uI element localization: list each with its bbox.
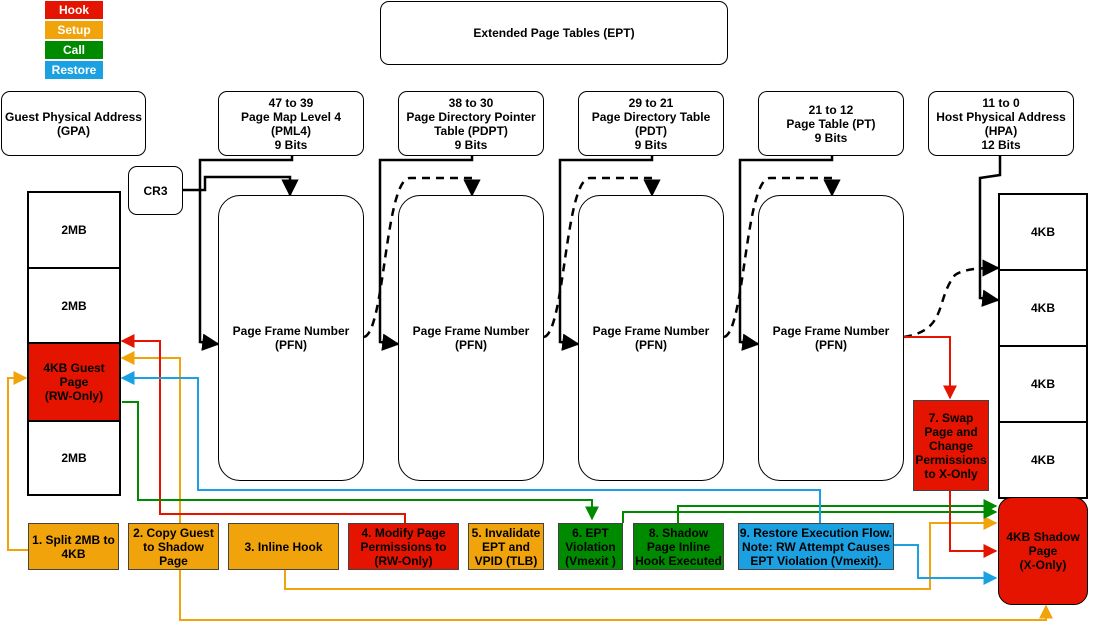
pt-index-arrow: [738, 156, 834, 351]
cr3-register: CR3: [128, 166, 183, 215]
pfn-to-swap-arrow: [904, 336, 957, 400]
setup-flows: [7, 351, 1053, 621]
pdt-header: 29 to 21 Page Directory Table (PDT) 9 Bi…: [578, 91, 724, 156]
gpa-header: Guest Physical Address (GPA): [1, 91, 146, 156]
guest-page-4kb: 4KB Guest Page (RW-Only): [27, 342, 121, 422]
restore-to-guest-arrow: [120, 371, 821, 523]
step-6-ept-violation: 6. EPT Violation (Vmexit ): [558, 523, 623, 570]
pdt-pfn-table: Page Frame Number (PFN): [578, 195, 724, 481]
shadow-hook-executed-arrow: [677, 499, 998, 523]
host-block-4kb: 4KB: [998, 193, 1088, 271]
hpa-offset-arrow: [978, 156, 1002, 307]
index-connectors: [183, 156, 1002, 351]
swap-to-shadow-arrow: [949, 491, 998, 558]
legend-restore: Restore: [44, 60, 104, 80]
modify-permissions-arrow: [120, 334, 406, 523]
pml4-pfn-table: Page Frame Number (PFN): [218, 195, 364, 481]
split-to-guest-arrow: [7, 371, 28, 551]
diagram-title: Extended Page Tables (EPT): [380, 1, 728, 65]
pdpt-to-pdt-arrow: [543, 176, 661, 339]
step-7-swap-page: 7. Swap Page and Change Permissions to X…: [913, 400, 989, 491]
pt-header: 21 to 12 Page Table (PT) 9 Bits: [758, 91, 904, 156]
guest-block-2mb: 2MB: [27, 267, 121, 344]
cr3-to-pml4-arrow: [183, 175, 299, 197]
pt-pfn-table: Page Frame Number (PFN): [758, 195, 904, 481]
step-4-modify-permissions: 4. Modify Page Permissions to (RW-Only): [348, 523, 459, 570]
copy-to-shadow-arrow: [179, 570, 1053, 621]
pml4-to-pdpt-arrow: [363, 176, 481, 339]
pointer-connectors: [363, 176, 1000, 339]
pml4-index-arrow: [198, 156, 294, 351]
pml4-header: 47 to 39 Page Map Level 4 (PML4) 9 Bits: [218, 91, 364, 156]
pdt-index-arrow: [558, 156, 654, 351]
legend-setup: Setup: [44, 20, 104, 40]
step-8-shadow-hook-executed: 8. Shadow Page Inline Hook Executed: [633, 523, 724, 570]
guest-block-2mb: 2MB: [27, 191, 121, 269]
pdpt-header: 38 to 30 Page Directory Pointer Table (P…: [398, 91, 544, 156]
step-3-inline-hook: 3. Inline Hook: [228, 523, 339, 570]
copy-to-guest-arrow: [120, 351, 181, 523]
host-block-4kb: 4KB: [998, 345, 1088, 423]
restore-to-shadow-arrow: [894, 544, 998, 585]
pdpt-index-arrow: [378, 156, 474, 351]
hpa-header: 11 to 0 Host Physical Address (HPA) 12 B…: [928, 91, 1074, 156]
guest-block-2mb: 2MB: [27, 420, 121, 496]
call-flows: [122, 401, 998, 523]
pt-to-hpa-arrow: [903, 259, 1000, 339]
inline-hook-to-shadow-arrow: [284, 516, 998, 590]
restore-flows: [120, 371, 998, 585]
legend-hook: Hook: [44, 0, 104, 20]
step-5-invalidate-tlb: 5. Invalidate EPT and VPID (TLB): [468, 523, 544, 570]
host-block-4kb: 4KB: [998, 421, 1088, 499]
pdpt-pfn-table: Page Frame Number (PFN): [398, 195, 544, 481]
guest-to-violation-arrow: [122, 401, 599, 521]
step-2-copy: 2. Copy Guest to Shadow Page: [128, 523, 219, 570]
shadow-page-4kb: 4KB Shadow Page (X-Only): [998, 497, 1088, 605]
step-1-split: 1. Split 2MB to 4KB: [28, 523, 119, 570]
host-block-4kb: 4KB: [998, 269, 1088, 347]
violation-to-swap-arrow: [622, 505, 998, 523]
step-9-restore-flow: 9. Restore Execution Flow. Note: RW Atte…: [738, 523, 894, 570]
legend-call: Call: [44, 40, 104, 60]
pdt-to-pt-arrow: [723, 176, 841, 339]
